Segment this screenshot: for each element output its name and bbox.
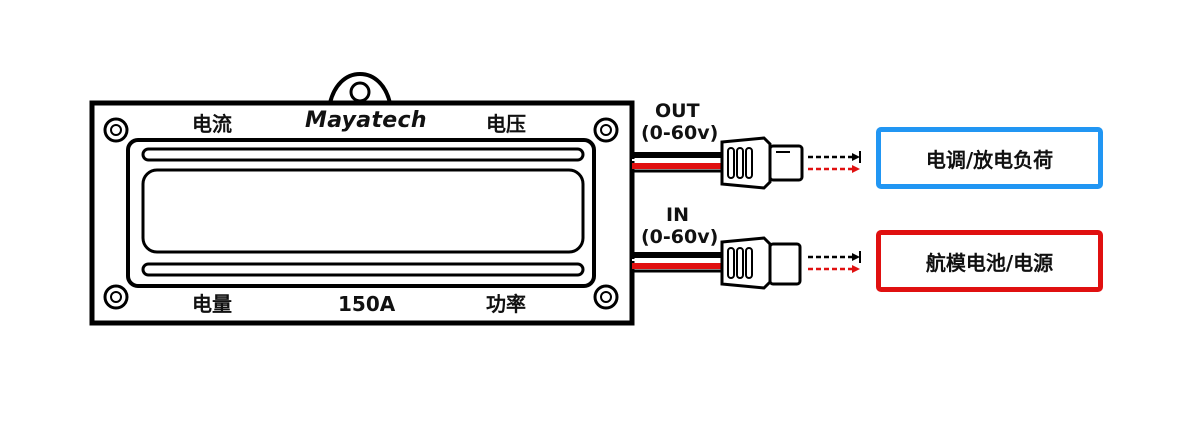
screw-top-right [593, 117, 619, 143]
screw-top-left [103, 117, 129, 143]
display-bottom-slot [141, 262, 585, 277]
rating-label: 150A [338, 292, 396, 316]
in-connector [720, 236, 802, 290]
voltage-label: 电压 [486, 112, 526, 136]
brand-logo: Mayatech [305, 108, 427, 133]
out-port-label: OUT [655, 100, 700, 122]
out-connector [720, 136, 804, 190]
screw-bottom-right [593, 284, 619, 310]
out-range-label: (0-60v) [641, 122, 719, 144]
esc-load-box: 电调/放电负荷 [876, 127, 1103, 189]
battery-source-box: 航模电池/电源 [876, 230, 1103, 292]
lcd-screen [141, 168, 585, 254]
display-top-slot [141, 147, 585, 162]
in-arrows [808, 251, 861, 273]
in-port-label: IN [666, 204, 689, 226]
in-range-label: (0-60v) [641, 226, 719, 248]
power-label: 功率 [486, 292, 526, 316]
energy-label: 电量 [192, 292, 232, 316]
current-label: 电流 [192, 112, 232, 136]
out-arrows [808, 151, 861, 173]
screw-bottom-left [103, 284, 129, 310]
hanging-hole [349, 81, 371, 103]
